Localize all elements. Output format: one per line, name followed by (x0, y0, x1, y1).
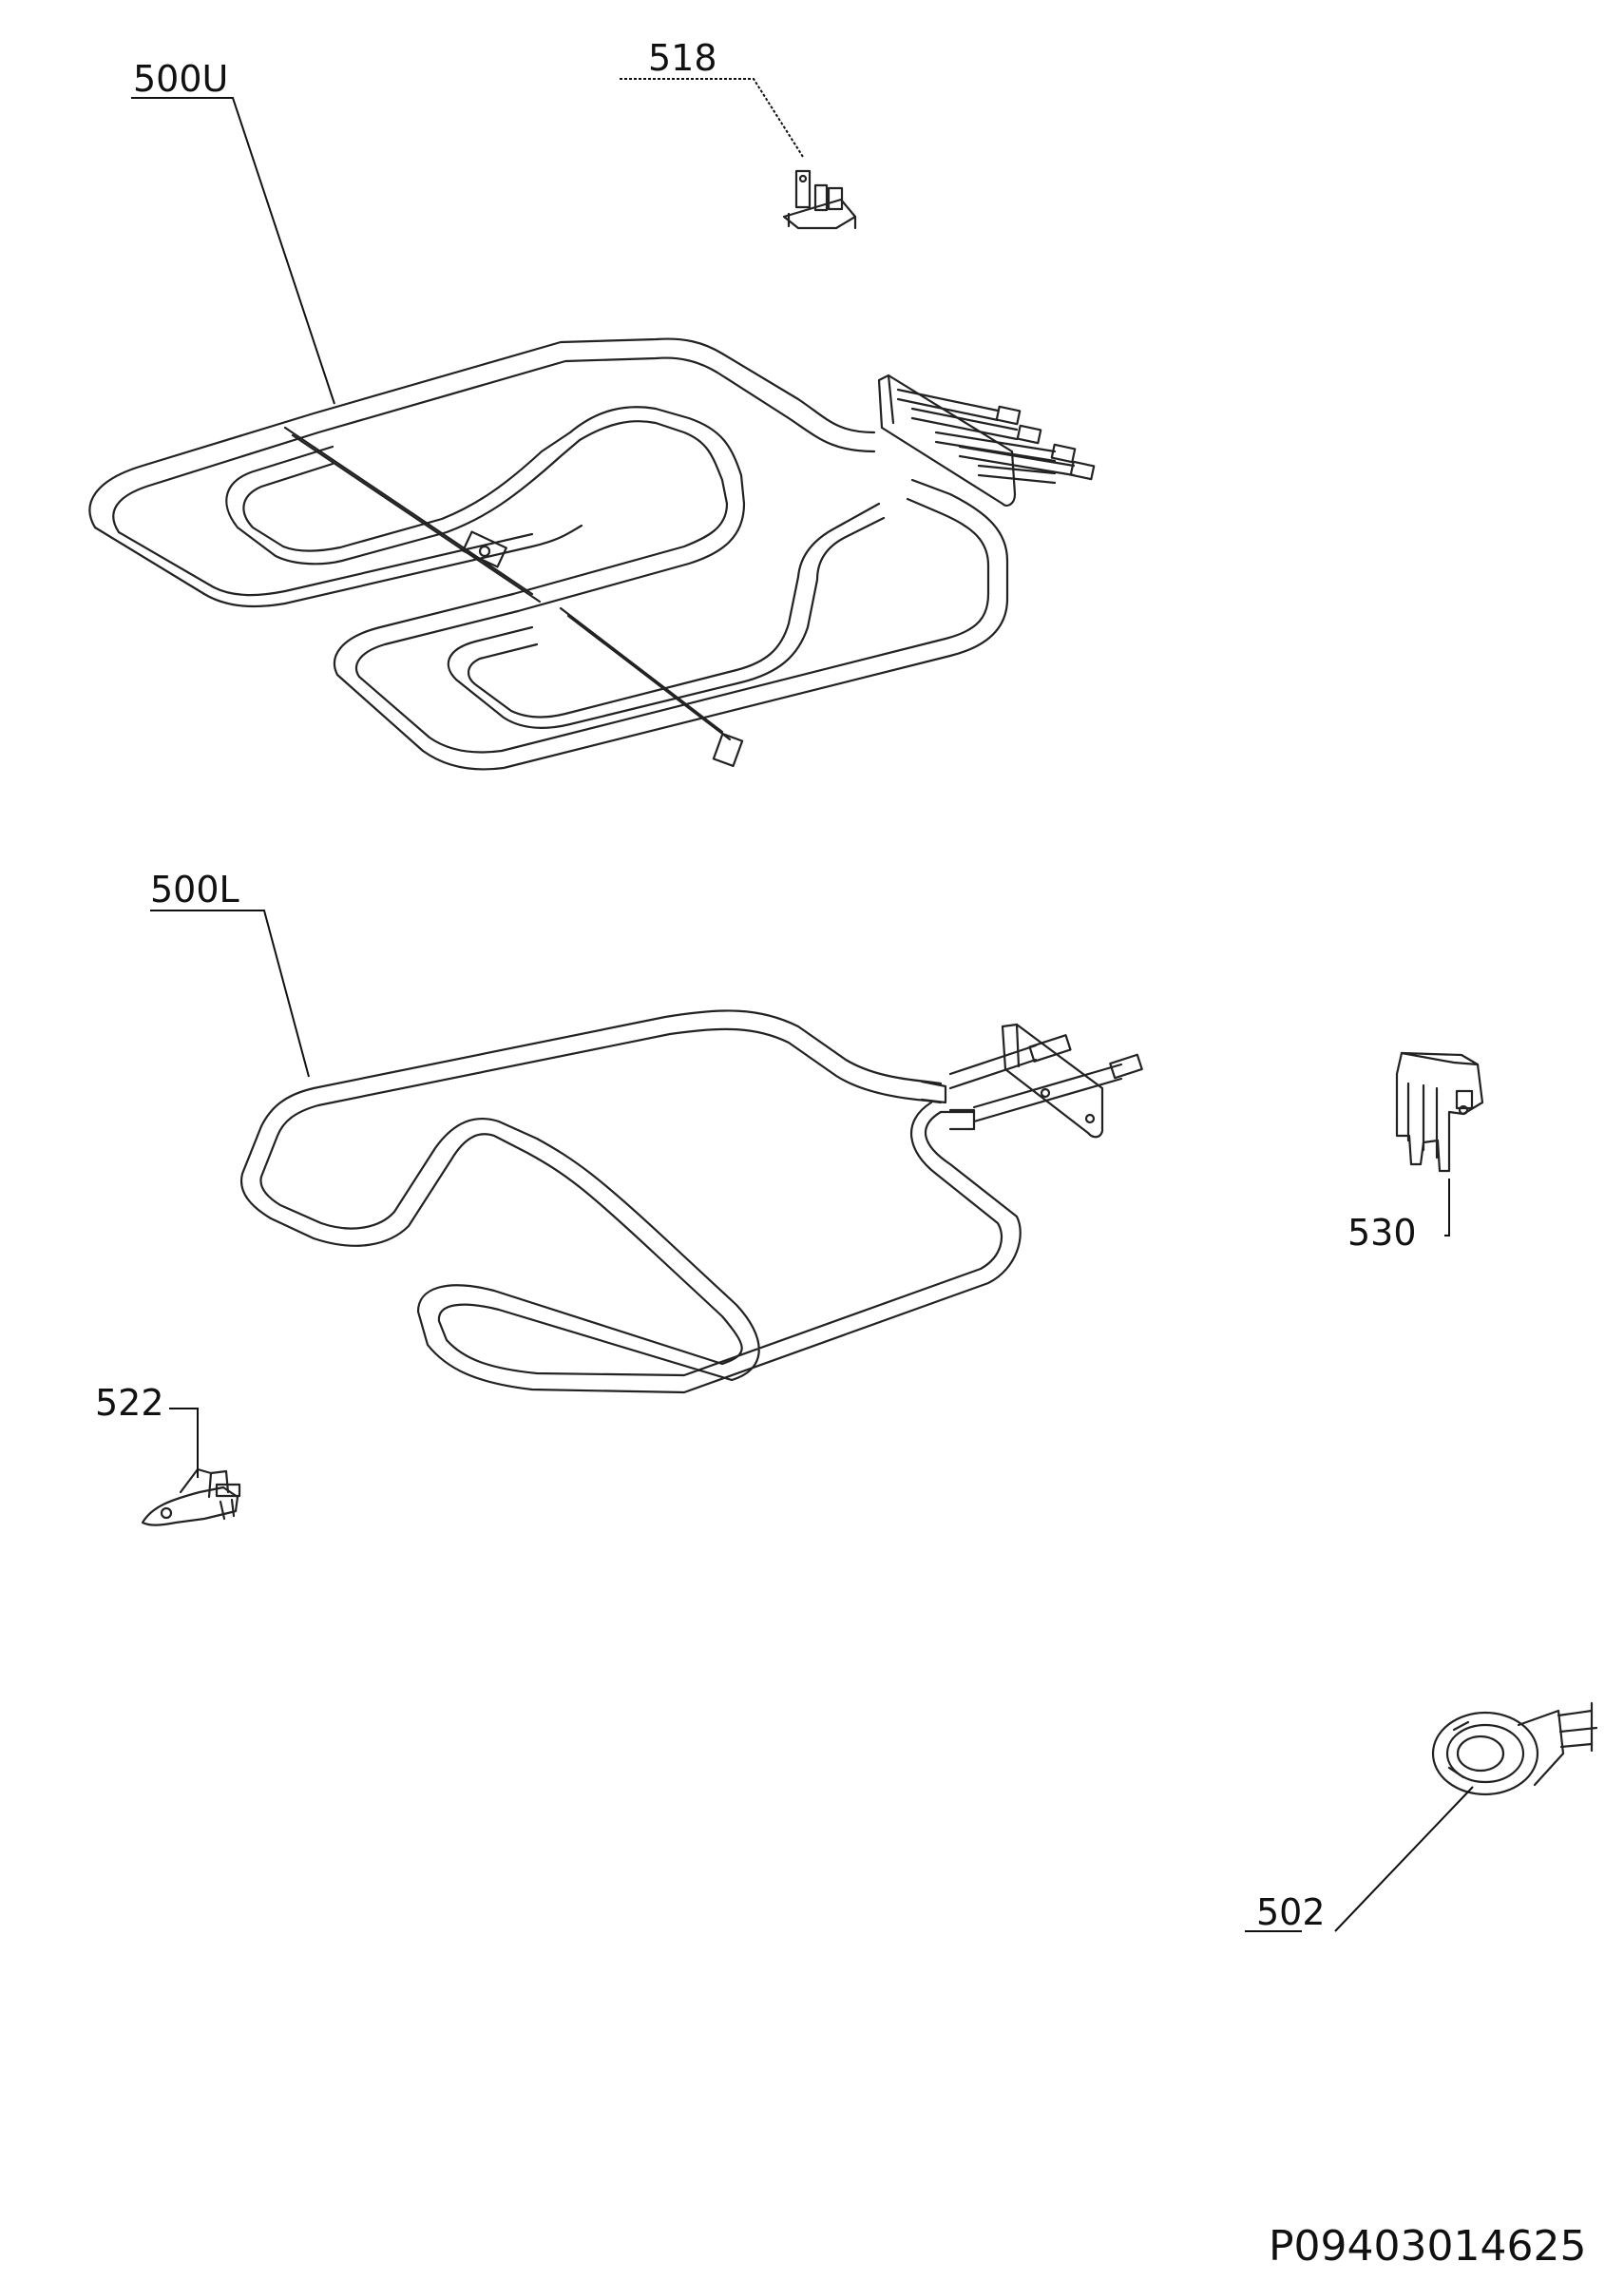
callout-502: 502 (1256, 1891, 1326, 1933)
document-id: P09403014625 (1269, 2222, 1587, 2271)
leader-line-530 (1444, 1179, 1450, 1236)
oven-lamp-502 (1431, 1701, 1598, 1796)
lower-heating-element-500l (239, 1009, 1143, 1394)
callout-500l: 500L (150, 869, 239, 910)
leader-line-522 (169, 1408, 199, 1478)
callout-518: 518 (648, 37, 717, 79)
leader-line-500u (131, 97, 335, 405)
callout-500u: 500U (133, 58, 229, 100)
leader-line-518 (620, 78, 804, 158)
thermostat-part-522 (141, 1467, 241, 1526)
callout-530: 530 (1347, 1212, 1417, 1254)
terminal-clip-530 (1395, 1051, 1484, 1173)
upper-heating-element-500u (88, 337, 1096, 771)
thermostat-part-518 (782, 169, 857, 230)
leader-line-500l (150, 910, 310, 1078)
leader-line-502 (1245, 1786, 1474, 1932)
callout-522: 522 (95, 1382, 164, 1424)
